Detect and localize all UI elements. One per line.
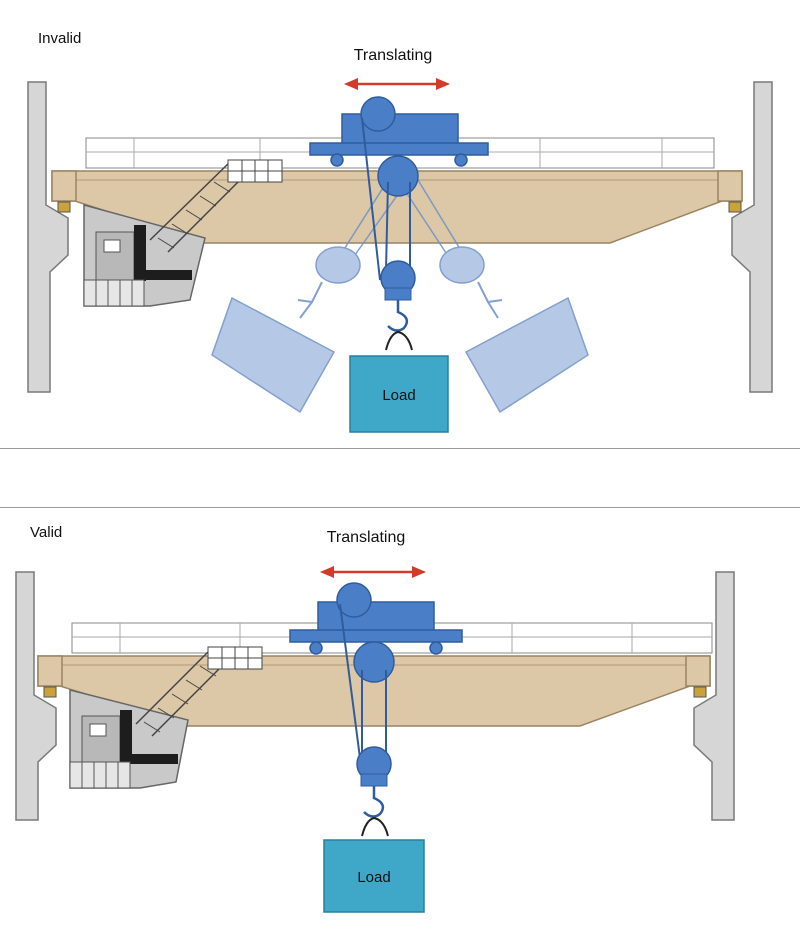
crane-diagram-valid: Load Translating [15, 529, 735, 913]
translating-arrow [344, 78, 450, 90]
hook-block [356, 746, 392, 837]
motion-label: Translating [354, 47, 433, 64]
hook-block [380, 260, 416, 351]
load-box [349, 355, 449, 433]
invalid-panel: Invalid [0, 0, 800, 448]
operator-cab [83, 204, 206, 307]
right-wall [731, 81, 773, 393]
translating-arrow [320, 566, 426, 578]
panel-title-invalid: Invalid [38, 30, 82, 47]
left-wall [27, 81, 69, 393]
trolley [289, 582, 463, 683]
left-wall [15, 571, 57, 821]
motion-label: Translating [327, 529, 406, 546]
ghost-load-box-right [464, 296, 589, 414]
swinging-load-right [397, 179, 589, 414]
operator-cab [69, 689, 189, 789]
crane-diagram-invalid: Load Translating [27, 47, 773, 433]
access-ladder [149, 159, 283, 253]
access-ladder [135, 646, 263, 737]
divider-bottom [0, 507, 800, 508]
hoist-cables [361, 117, 411, 281]
right-wall [693, 571, 735, 821]
panel-title-valid: Valid [30, 524, 63, 541]
divider-top [0, 448, 800, 449]
valid-panel: Valid [0, 490, 800, 936]
load-label: Load [382, 387, 415, 404]
load-box [323, 839, 425, 913]
load-label: Load [357, 869, 390, 886]
ghost-load-box-left [211, 296, 336, 414]
swinging-load-left [211, 179, 409, 414]
hoist-cables [339, 603, 387, 759]
